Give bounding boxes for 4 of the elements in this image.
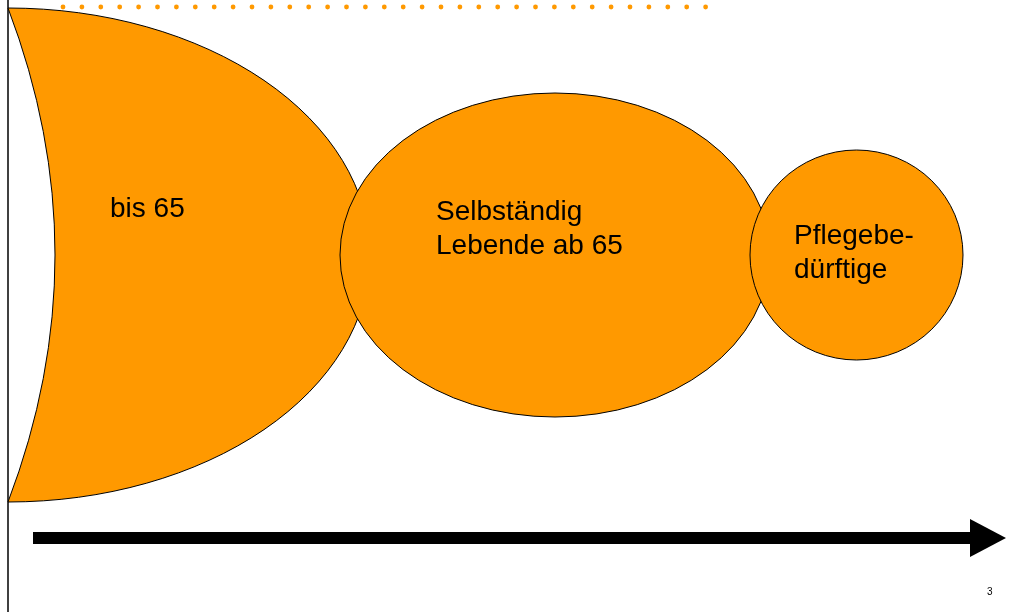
shape-label: Selbständig Lebende ab 65 [436, 194, 624, 262]
shape-label: bis 65 [110, 191, 186, 225]
page-number: 3 [987, 586, 993, 597]
shape-label: Pflegebe- dürftige [794, 218, 915, 286]
